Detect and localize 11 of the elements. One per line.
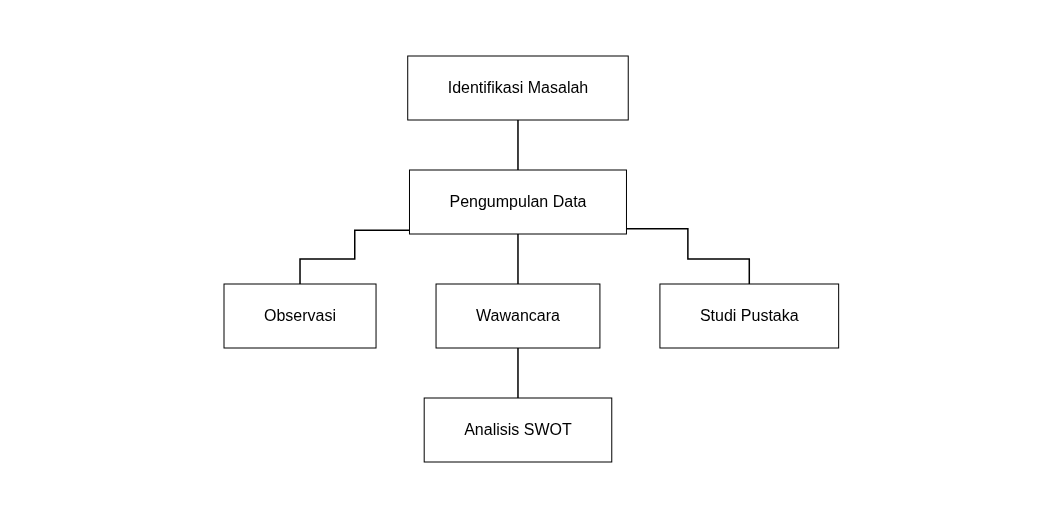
- node-box: Wawancara: [435, 283, 601, 348]
- connector: [625, 227, 750, 285]
- node-box: Analisis SWOT: [423, 397, 612, 462]
- node-box: Studi Pustaka: [659, 283, 839, 348]
- node-box: Pengumpulan Data: [408, 169, 627, 234]
- connector: [516, 232, 519, 285]
- node-box: Observasi: [223, 283, 377, 348]
- connector: [298, 229, 410, 285]
- connector: [516, 346, 519, 399]
- node-box: Identifikasi Masalah: [406, 55, 629, 120]
- connector: [516, 118, 519, 171]
